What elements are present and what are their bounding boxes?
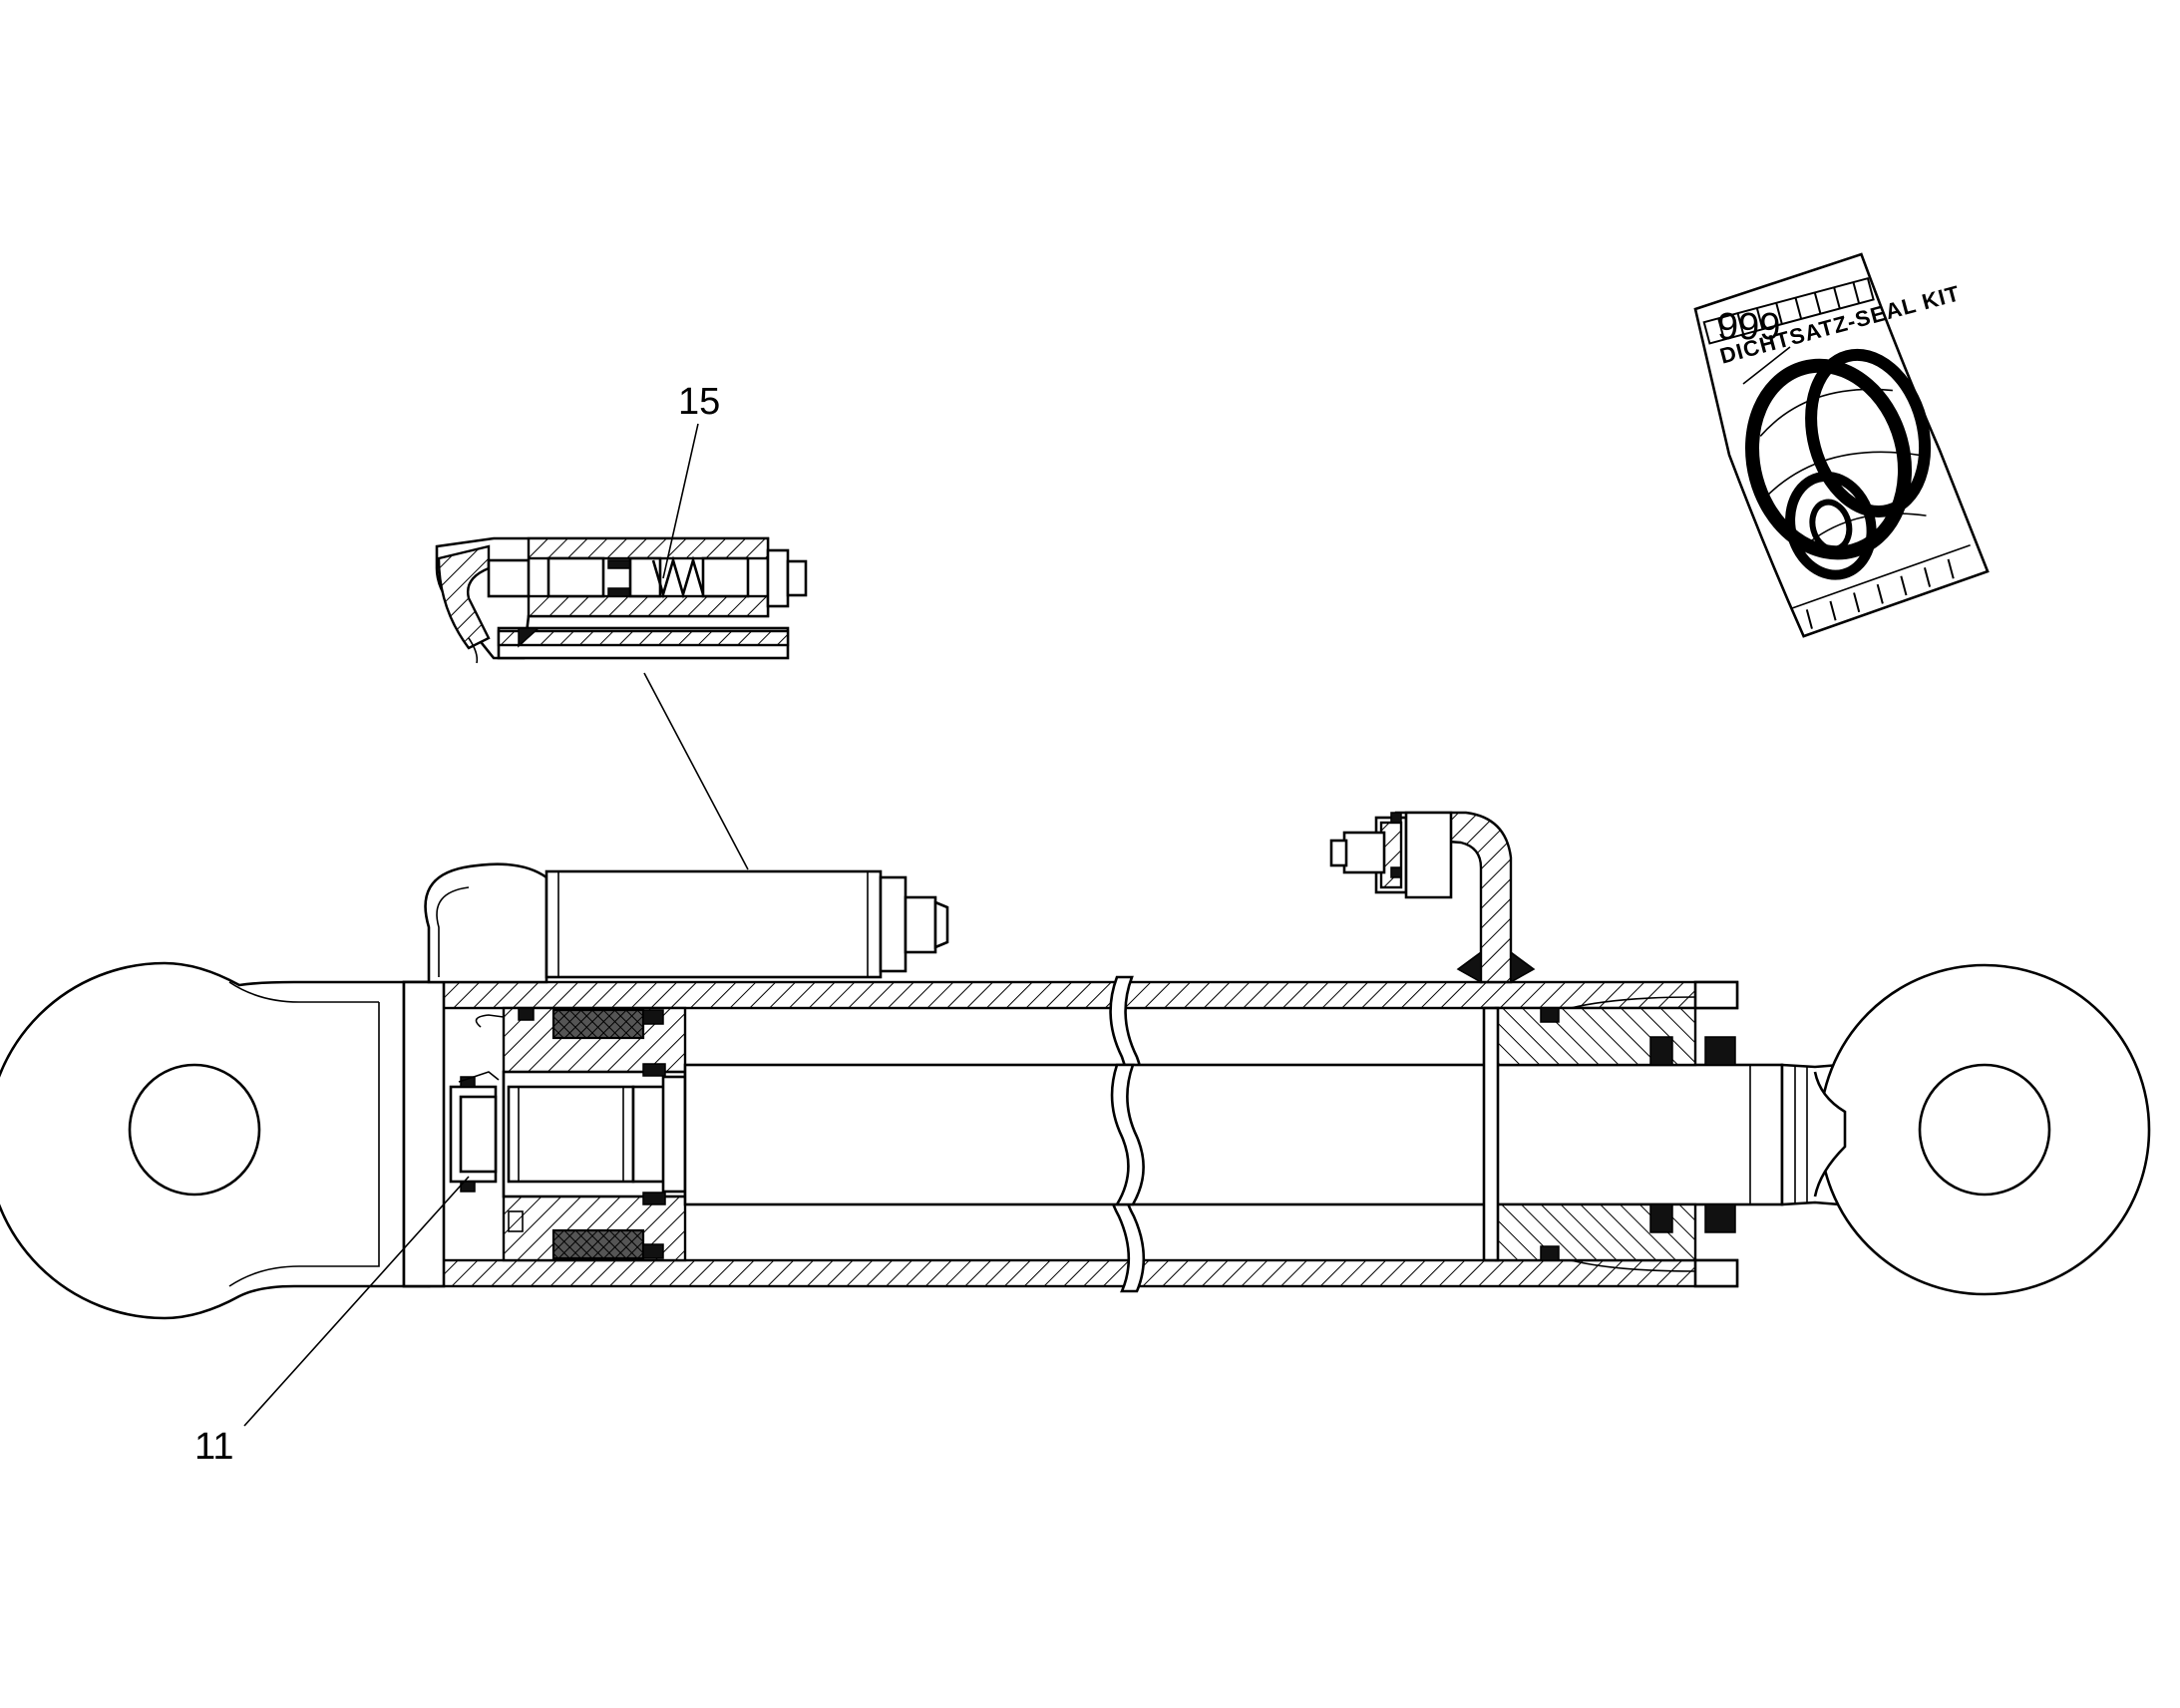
right-eye-bore xyxy=(1918,1063,2051,1196)
rod-gland xyxy=(1482,980,1739,1288)
right-elbow-fitting xyxy=(1329,811,1536,984)
piston-nut xyxy=(449,1071,687,1194)
seal-kit-bag: DICHTSATZ-SEAL KIT xyxy=(1693,252,1990,638)
callout-11: 11 xyxy=(194,1176,470,1468)
detail-leader-line xyxy=(643,672,749,870)
callout-15: 15 xyxy=(662,381,720,579)
callout-11-label: 11 xyxy=(194,1426,233,1468)
piston-rod xyxy=(683,1063,1784,1206)
left-eye-bore xyxy=(128,1063,261,1196)
right-rod-eye xyxy=(1780,963,2151,1296)
callout-15-label: 15 xyxy=(678,381,720,423)
left-clevis-eye xyxy=(0,961,431,1320)
cylinder-assembly xyxy=(0,811,2151,1320)
detail-valve-section xyxy=(435,536,808,664)
callout-999: 999 xyxy=(1717,306,1791,385)
callout-999-label: 999 xyxy=(1717,306,1780,348)
left-port-valve-block xyxy=(424,862,949,984)
